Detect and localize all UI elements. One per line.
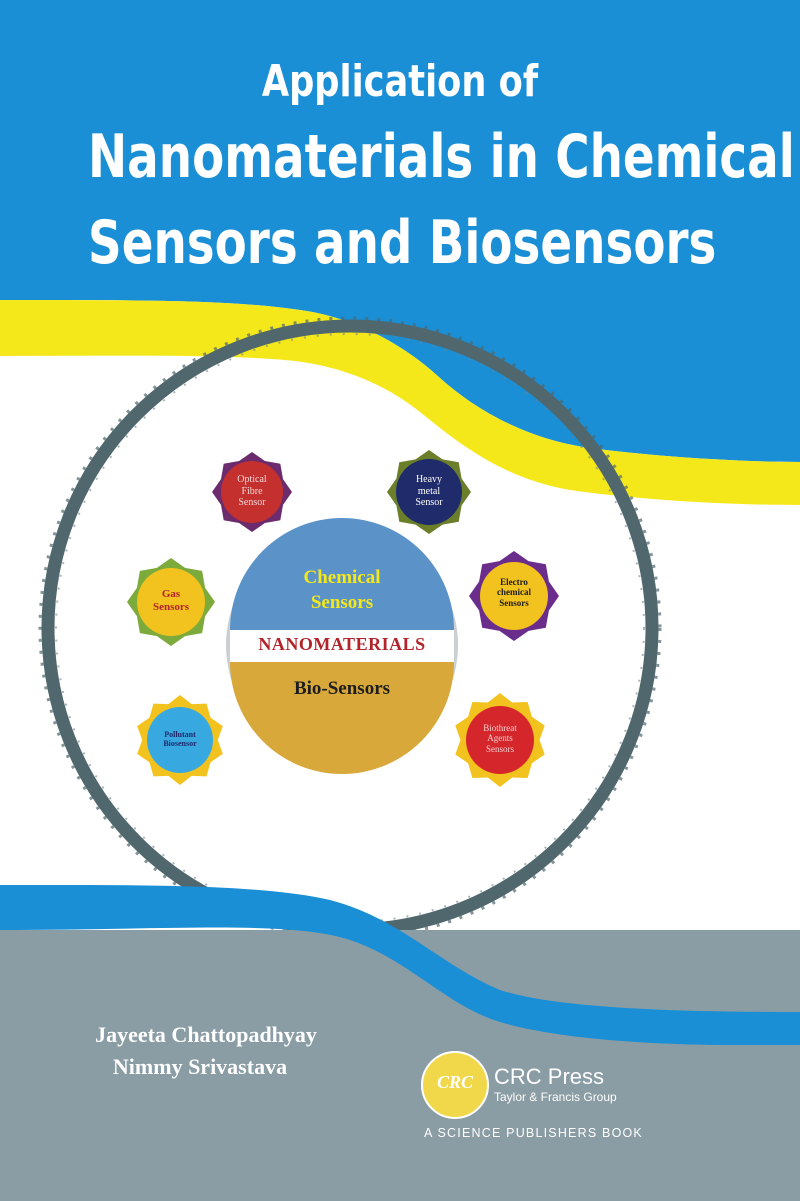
- seal-optical-fibre-label: Optical Fibre Sensor: [237, 474, 267, 508]
- nanomaterials-core: [226, 518, 458, 774]
- seal-gas-label: Gas Sensors: [152, 588, 190, 613]
- title-line-2: Nanomaterials in Chemical: [88, 122, 795, 192]
- seal-heavy-metal-label: Heavy metal Sensor: [415, 474, 443, 508]
- title-line-1: Application of: [261, 56, 539, 107]
- publisher-name: CRC Press: [494, 1064, 605, 1089]
- core-bio-sensors: Bio-Sensors: [293, 678, 391, 699]
- author-1: Jayeeta Chattopadhyay: [95, 1022, 317, 1047]
- seal-electro-disc: [480, 562, 548, 630]
- seal-gas-disc: [137, 568, 205, 636]
- bottom-gray-panel: [0, 930, 800, 1201]
- author-2: Nimmy Srivastava: [112, 1054, 288, 1079]
- seal-biothreat-label: Biothreat Agents Sensors: [483, 723, 517, 754]
- publisher-group: Taylor & Francis Group: [494, 1090, 617, 1104]
- seal-electrochemical-label: Electro chemical Sensors: [497, 577, 531, 608]
- seal-pollutant-disc: [147, 707, 213, 773]
- seal-electrochemical: Electro chemical Sensors: [472, 553, 556, 643]
- seal-optical-fibre: Optical Fibre Sensor: [212, 456, 292, 536]
- core-nanomaterials: NANOMATERIALS: [258, 634, 426, 654]
- seal-biothreat: Biothreat Agents Sensors: [454, 694, 546, 786]
- title-line-3: Sensors and Biosensors: [88, 208, 717, 278]
- publisher-imprint: A SCIENCE PUBLISHERS BOOK: [424, 1126, 643, 1140]
- bottom-blue-wave: [0, 884, 800, 1201]
- seal-heavy-metal: Heavy metal Sensor: [387, 456, 471, 536]
- crc-logo: [421, 1051, 489, 1119]
- seal-gas: Gas Sensors: [128, 560, 214, 646]
- top-blue-band: [0, 0, 800, 462]
- seal-biothreat-disc: [466, 706, 534, 774]
- seal-pollutant-label: Pollutant Biosensor: [163, 730, 197, 749]
- seal-heavy-disc: [396, 459, 462, 525]
- seal-pollutant: Pollutant Biosensor: [136, 696, 224, 784]
- seal-optical-disc: [221, 461, 283, 523]
- core-chemical-sensors: Chemical Sensors: [303, 567, 381, 613]
- crc-logo-text: CRC: [436, 1072, 474, 1092]
- sensor-seals: [127, 450, 559, 787]
